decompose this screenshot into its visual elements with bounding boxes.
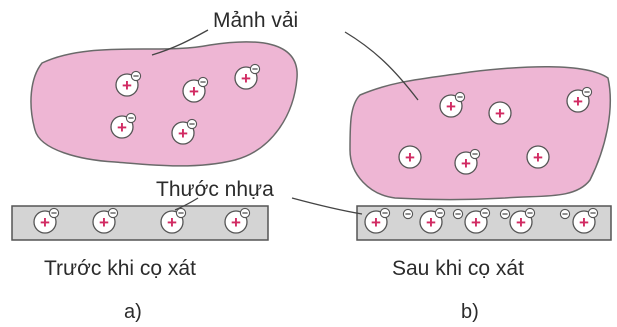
electron-icon <box>187 119 196 128</box>
electron-icon <box>470 149 479 158</box>
positive-charge-symbol: + <box>579 213 589 232</box>
positive-charge-symbol: + <box>371 213 381 232</box>
fabric-b-atom: + <box>399 146 421 168</box>
positive-charge-symbol: + <box>426 213 436 232</box>
positive-charge-symbol: + <box>405 148 415 167</box>
electron-icon <box>500 209 509 218</box>
ruler-leader-line-b <box>292 198 362 214</box>
positive-charge-symbol: + <box>167 213 177 232</box>
positive-charge-symbol: + <box>461 154 471 173</box>
electron-icon <box>588 208 597 217</box>
electron-icon <box>453 209 462 218</box>
electron-icon <box>108 208 117 217</box>
electron-icon <box>560 209 569 218</box>
electron-icon <box>525 208 534 217</box>
electron-icon <box>131 71 140 80</box>
panel-a-label: a) <box>124 301 142 323</box>
positive-charge-symbol: + <box>495 104 505 123</box>
fabric-label: Mảnh vải <box>213 9 298 32</box>
electron-icon <box>198 77 207 86</box>
positive-charge-symbol: + <box>40 213 50 232</box>
electron-icon <box>480 208 489 217</box>
positive-charge-symbol: + <box>446 97 456 116</box>
electron-icon <box>455 92 464 101</box>
electron-icon <box>403 209 412 218</box>
positive-charge-symbol: + <box>241 69 251 88</box>
electron-icon <box>582 87 591 96</box>
positive-charge-symbol: + <box>533 148 543 167</box>
positive-charge-symbol: + <box>117 118 127 137</box>
positive-charge-symbol: + <box>189 82 199 101</box>
positive-charge-symbol: + <box>573 92 583 111</box>
positive-charge-symbol: + <box>231 213 241 232</box>
electron-icon <box>435 208 444 217</box>
positive-charge-symbol: + <box>99 213 109 232</box>
electron-icon <box>176 208 185 217</box>
fabric-piece-b <box>350 67 610 200</box>
positive-charge-symbol: + <box>471 213 481 232</box>
panel-b-label: b) <box>461 301 479 323</box>
electron-icon <box>250 64 259 73</box>
electron-icon <box>49 208 58 217</box>
electron-icon <box>126 113 135 122</box>
fabric-piece-a <box>31 42 297 166</box>
fabric-b-atom: + <box>489 102 511 124</box>
positive-charge-symbol: + <box>122 76 132 95</box>
positive-charge-symbol: + <box>178 124 188 143</box>
ruler-label: Thước nhựa <box>156 178 274 201</box>
electron-icon <box>380 208 389 217</box>
electron-icon <box>240 208 249 217</box>
before-rubbing-caption: Trước khi cọ xát <box>44 257 196 280</box>
after-rubbing-caption: Sau khi cọ xát <box>392 257 524 280</box>
fabric-b-atom: + <box>527 146 549 168</box>
positive-charge-symbol: + <box>516 213 526 232</box>
